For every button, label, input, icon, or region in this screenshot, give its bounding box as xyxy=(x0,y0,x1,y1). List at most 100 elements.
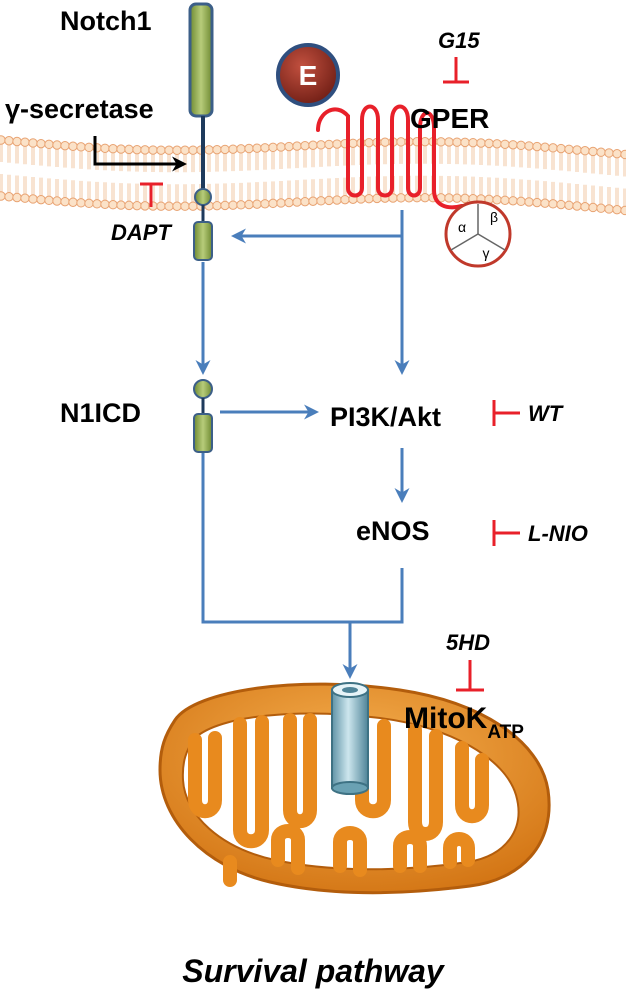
lipid-head xyxy=(252,199,262,209)
mito-cristae xyxy=(188,713,489,887)
enos-label: eNOS xyxy=(356,516,430,546)
lipid-tail xyxy=(351,147,355,196)
lipid-tail xyxy=(519,149,523,198)
n1icd-label: N1ICD xyxy=(60,398,141,428)
lipid-tail xyxy=(247,152,251,201)
gper-label: GPER xyxy=(410,103,489,134)
lipid-tail xyxy=(143,153,147,202)
lipid-head xyxy=(228,144,238,154)
lipid-head xyxy=(540,142,550,152)
lipid-tail xyxy=(111,152,115,201)
lipid-head xyxy=(484,138,494,149)
lipid-head xyxy=(124,144,134,155)
lipid-head xyxy=(524,141,534,151)
caption: Survival pathway xyxy=(182,953,446,989)
lipid-head xyxy=(580,202,590,212)
lipid-head xyxy=(276,198,286,208)
mitok-subscript: ATP xyxy=(487,722,524,743)
lipid-head xyxy=(324,195,334,206)
n1icd-molecule xyxy=(193,379,213,453)
lipid-head xyxy=(396,137,406,147)
lipid-head xyxy=(108,200,118,210)
dapt-inhibitor-mark xyxy=(140,182,163,207)
lipid-tail xyxy=(71,150,75,199)
lipid-head xyxy=(108,144,118,154)
gamma-secretase-arrow xyxy=(93,136,187,172)
lipid-head xyxy=(380,137,390,147)
lipid-head xyxy=(20,137,30,147)
pi3k-akt-label: PI3K/Akt xyxy=(330,402,441,432)
lipid-tail xyxy=(511,148,515,197)
lipid-head xyxy=(52,140,62,150)
lipid-head xyxy=(532,141,542,152)
lipid-head xyxy=(500,139,510,149)
lipid-tail xyxy=(87,151,91,200)
lipid-head xyxy=(524,197,534,207)
lipid-tail xyxy=(343,147,347,196)
lipid-head xyxy=(116,144,126,154)
lipid-head xyxy=(84,198,94,209)
lipid-head xyxy=(492,195,502,205)
lipid-head xyxy=(364,137,374,148)
lipid-head xyxy=(68,141,78,151)
lipid-head xyxy=(292,141,302,151)
lipid-tail xyxy=(551,151,555,200)
lipid-head xyxy=(180,201,190,211)
lipid-head xyxy=(12,192,22,203)
lipid-head xyxy=(84,142,94,153)
lipid-tail xyxy=(543,151,547,200)
lipid-tail xyxy=(319,148,323,197)
lipid-tail xyxy=(487,147,491,196)
lipid-head xyxy=(548,199,558,209)
lipid-head xyxy=(556,143,566,154)
lipid-tail xyxy=(191,154,195,203)
lipid-head xyxy=(204,145,214,155)
lipid-head xyxy=(156,145,166,155)
lipid-tail xyxy=(327,148,331,197)
lipid-head xyxy=(20,193,30,203)
lipid-head xyxy=(156,201,166,211)
lipid-head xyxy=(476,138,486,148)
dapt-label: DAPT xyxy=(111,220,172,245)
lipid-head xyxy=(596,203,606,213)
lipid-tail xyxy=(239,152,243,201)
lipid-head xyxy=(28,138,38,148)
lipid-head xyxy=(268,198,278,209)
notch1-label: Notch1 xyxy=(60,6,152,36)
lipid-head xyxy=(92,199,102,209)
lipid-tail xyxy=(175,154,179,203)
lipid-tail xyxy=(575,153,579,202)
lipid-head xyxy=(516,140,526,151)
lipid-tail xyxy=(535,150,539,199)
lipid-tail xyxy=(47,148,51,197)
5hd-label: 5HD xyxy=(446,630,490,655)
lipid-tail xyxy=(215,153,219,202)
lipid-tail xyxy=(439,145,443,194)
lipid-head xyxy=(60,140,70,151)
lipid-tail xyxy=(591,155,595,204)
lipid-head xyxy=(612,149,622,159)
lipid-tail xyxy=(303,149,307,198)
lipid-head xyxy=(316,196,326,206)
lipid-head xyxy=(76,142,86,152)
lipid-tail xyxy=(23,146,27,195)
lipid-head xyxy=(244,143,254,154)
lipid-head xyxy=(284,197,294,208)
lipid-tail xyxy=(607,156,611,205)
lipid-tail xyxy=(31,146,35,195)
lipid-head xyxy=(100,199,110,210)
lipid-head xyxy=(148,145,158,155)
lipid-head xyxy=(188,145,198,155)
lipid-tail xyxy=(287,150,291,199)
lipid-tail xyxy=(231,153,235,202)
lipid-tail xyxy=(15,145,19,194)
lipid-tail xyxy=(295,150,299,199)
lipid-tail xyxy=(423,145,427,194)
lipid-tail xyxy=(527,149,531,198)
lipid-tail xyxy=(119,153,123,202)
lipid-tail xyxy=(127,153,131,202)
estrogen-molecule xyxy=(276,43,340,107)
lipid-tail xyxy=(471,146,475,195)
estrogen-label: E xyxy=(299,60,318,91)
